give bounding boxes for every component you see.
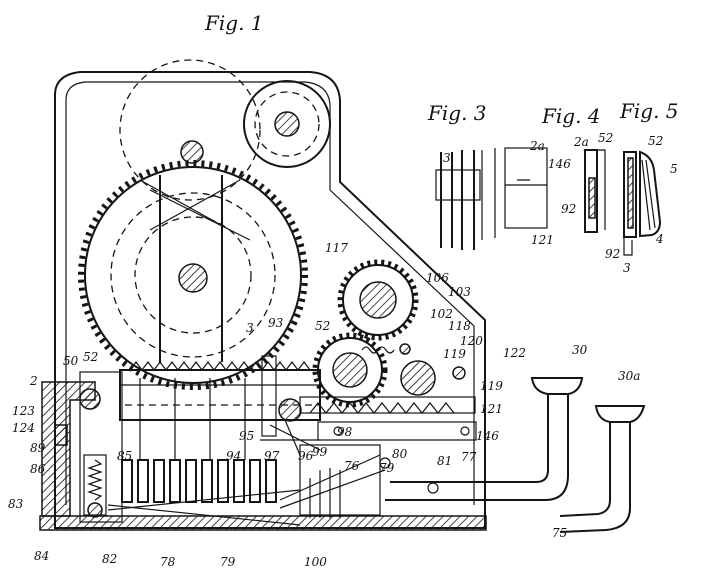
label-96: 96 bbox=[298, 449, 314, 463]
label-100: 100 bbox=[304, 555, 327, 569]
base-plate bbox=[39, 515, 487, 531]
handle-30-stem[interactable] bbox=[385, 394, 569, 501]
label-80: 80 bbox=[392, 447, 408, 461]
label-81: 81 bbox=[437, 454, 452, 468]
pivot-50 bbox=[79, 388, 101, 410]
label-118: 118 bbox=[448, 319, 471, 333]
spring-set-100 bbox=[309, 468, 341, 518]
label-94: 94 bbox=[226, 449, 241, 463]
fig3-label-146: 146 bbox=[548, 157, 571, 171]
label-85: 85 bbox=[117, 449, 132, 463]
fig3-block bbox=[504, 147, 548, 229]
label-89: 89 bbox=[30, 441, 46, 455]
label-30a: 30a bbox=[618, 369, 640, 383]
label-52b: 52 bbox=[83, 350, 98, 364]
bracket-80 bbox=[299, 444, 381, 516]
label-50: 50 bbox=[63, 354, 79, 368]
label-77: 77 bbox=[461, 450, 477, 464]
label-102: 102 bbox=[430, 307, 453, 321]
fig3-label-2a: 2a bbox=[529, 139, 545, 153]
right-gear bbox=[342, 264, 414, 336]
fig1-title: Fig. 1 bbox=[204, 11, 264, 35]
fig3-detail bbox=[435, 147, 548, 250]
handle-30-cap[interactable] bbox=[530, 377, 584, 395]
label-106: 106 bbox=[426, 271, 449, 285]
label-124: 124 bbox=[12, 421, 35, 435]
pin-118 bbox=[399, 343, 411, 355]
fig4-detail bbox=[584, 149, 606, 233]
label-86: 86 bbox=[30, 462, 46, 476]
fig5-label-3: 3 bbox=[623, 261, 631, 275]
label-75: 75 bbox=[552, 526, 567, 540]
label-121: 121 bbox=[480, 402, 503, 416]
upper-dashed-wheel bbox=[119, 59, 261, 201]
main-shaft bbox=[178, 263, 208, 293]
spring-coil bbox=[361, 346, 395, 354]
fig5-detail bbox=[623, 150, 662, 256]
label-79b: 79 bbox=[379, 461, 395, 475]
fig4-label-92: 92 bbox=[561, 202, 576, 216]
main-wheel-teeth bbox=[78, 160, 308, 390]
label-95: 95 bbox=[239, 429, 254, 443]
label-79a: 79 bbox=[220, 555, 236, 569]
fig5-label-5: 5 bbox=[670, 162, 678, 176]
label-82: 82 bbox=[102, 552, 117, 566]
fig4-label-2a: 2a bbox=[573, 135, 589, 149]
label-99: 99 bbox=[312, 445, 328, 459]
lever-78 bbox=[107, 489, 301, 526]
fig5-title: Fig. 5 bbox=[619, 99, 679, 123]
label-30: 30 bbox=[572, 343, 588, 357]
top-gear bbox=[243, 80, 331, 168]
label-117: 117 bbox=[325, 241, 348, 255]
label-119b: 119 bbox=[480, 379, 503, 393]
label-84: 84 bbox=[34, 549, 49, 563]
label-93: 93 bbox=[268, 316, 284, 330]
slide-rail-146 bbox=[317, 421, 477, 441]
plate-123 bbox=[54, 424, 68, 446]
rack-bar bbox=[119, 369, 321, 421]
reference-labels: 117 106 103 102 118 120 119 122 119 121 … bbox=[8, 131, 678, 569]
fig3-label-121: 121 bbox=[531, 233, 554, 247]
fig5-label-4: 4 bbox=[655, 232, 664, 246]
handle-30a-stem[interactable] bbox=[559, 422, 631, 533]
fig1-mechanism bbox=[39, 59, 646, 533]
fig5-label-52: 52 bbox=[648, 134, 663, 148]
label-123: 123 bbox=[12, 404, 35, 418]
handle-30a-cap[interactable] bbox=[594, 405, 646, 423]
label-76: 76 bbox=[344, 459, 360, 473]
housing-outline bbox=[54, 71, 486, 529]
fig3-label-3: 3 bbox=[443, 151, 451, 165]
label-98: 98 bbox=[337, 425, 353, 439]
housing-inner bbox=[65, 81, 475, 505]
spring-83 bbox=[87, 459, 103, 501]
fig4-label-52: 52 bbox=[598, 131, 613, 145]
rack-teeth bbox=[129, 361, 311, 371]
label-122: 122 bbox=[503, 346, 526, 360]
label-97: 97 bbox=[264, 449, 280, 463]
label-52a: 52 bbox=[315, 319, 330, 333]
roller-122 bbox=[400, 360, 436, 396]
label-120: 120 bbox=[460, 334, 483, 348]
fig5-label-92: 92 bbox=[605, 247, 620, 261]
label-78: 78 bbox=[160, 555, 176, 569]
label-3: 3 bbox=[246, 321, 254, 335]
left-foot bbox=[41, 381, 96, 517]
lever-79 bbox=[279, 454, 386, 509]
main-wheel bbox=[84, 166, 302, 384]
label-103: 103 bbox=[448, 285, 471, 299]
upper-shaft bbox=[180, 140, 204, 164]
fig3-title: Fig. 3 bbox=[427, 101, 487, 125]
top-gear-shaft bbox=[274, 111, 300, 137]
label-83: 83 bbox=[8, 497, 24, 511]
label-146: 146 bbox=[476, 429, 499, 443]
pin-122 bbox=[452, 366, 466, 380]
pivot-99 bbox=[278, 398, 302, 422]
fig4-title: Fig. 4 bbox=[541, 104, 601, 128]
right-gear-shaft bbox=[359, 281, 397, 319]
comb-pins bbox=[121, 459, 277, 503]
label-2: 2 bbox=[29, 374, 38, 388]
center-gear-shaft bbox=[332, 352, 368, 388]
label-119: 119 bbox=[443, 347, 466, 361]
